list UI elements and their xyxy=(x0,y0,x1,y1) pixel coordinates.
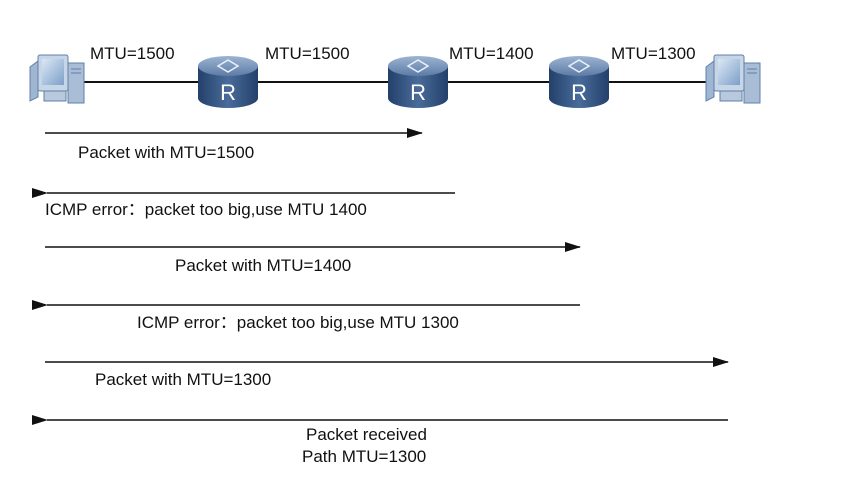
link-4-mtu-label: MTU=1300 xyxy=(610,44,697,64)
message-2-label: ICMP error：packet too big,use MTU 1400 xyxy=(45,200,367,219)
message-6-label-line2: Path MTU=1300 xyxy=(302,447,427,466)
message-5-label: Packet with MTU=1300 xyxy=(95,370,272,389)
link-2-mtu-label: MTU=1500 xyxy=(264,44,351,64)
host-right-icon xyxy=(705,54,761,104)
router-2-label: R xyxy=(410,80,426,105)
router-2-icon: R xyxy=(388,56,448,108)
router-3-icon: R xyxy=(549,56,609,108)
message-6-label-line1: Packet received xyxy=(306,425,427,444)
router-3-label: R xyxy=(571,80,587,105)
message-4-label: ICMP error：packet too big,use MTU 1300 xyxy=(137,313,459,332)
link-3-mtu-label: MTU=1400 xyxy=(448,44,535,64)
link-1-mtu-label: MTU=1500 xyxy=(89,44,176,64)
message-1-label: Packet with MTU=1500 xyxy=(78,143,255,162)
host-left-icon xyxy=(29,54,85,104)
message-3-label: Packet with MTU=1400 xyxy=(175,256,352,275)
router-1-label: R xyxy=(220,80,236,105)
router-1-icon: R xyxy=(198,56,258,108)
